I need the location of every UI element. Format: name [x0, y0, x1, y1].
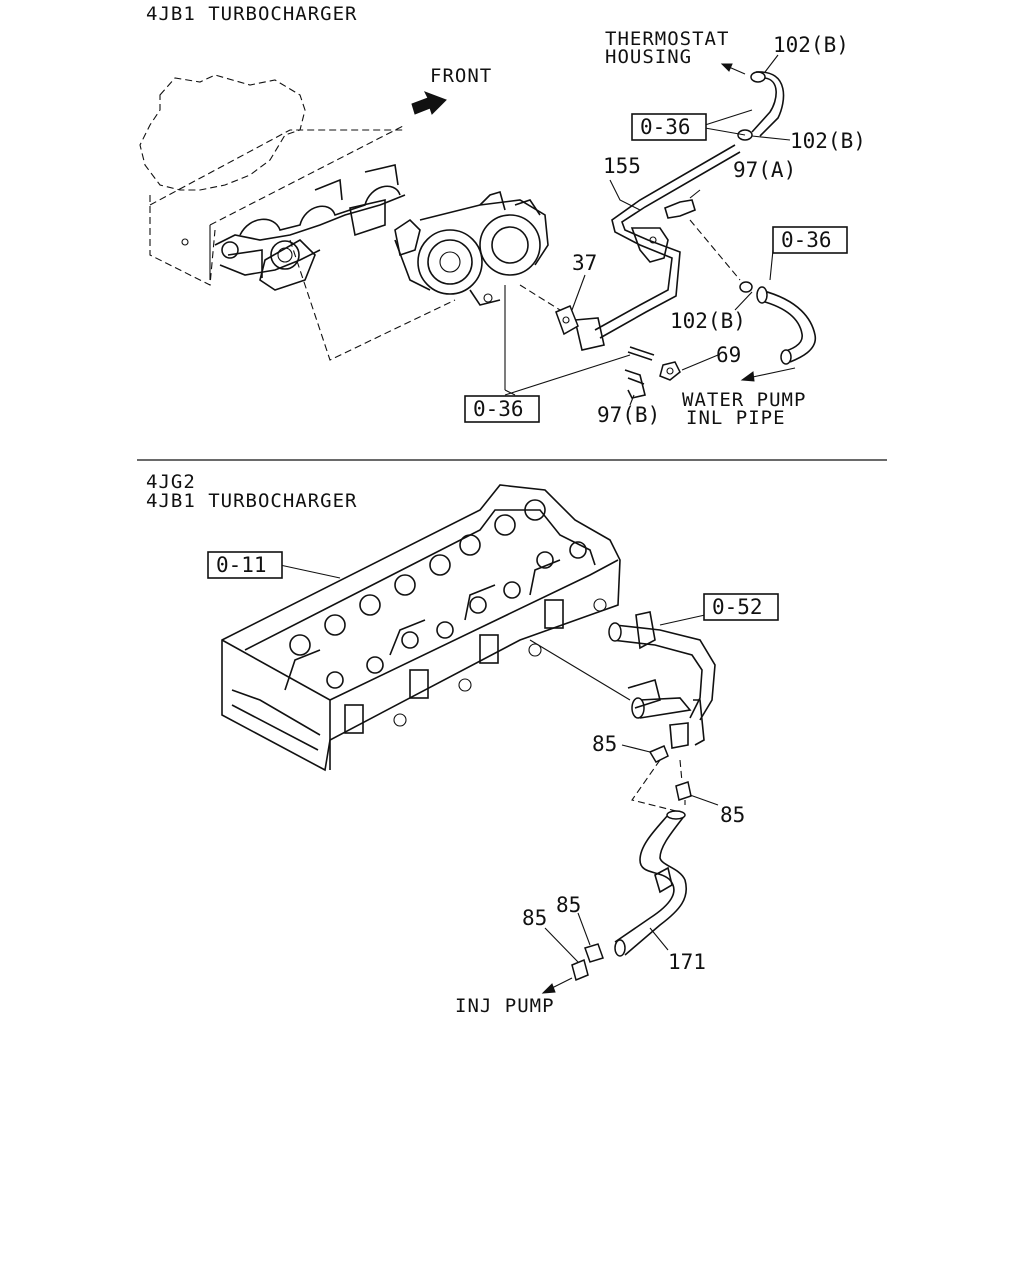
thermostat-label-line2: HOUSING [605, 46, 692, 68]
callout-102b-mid: 102(B) [790, 129, 866, 153]
water-pipe-052 [608, 611, 716, 749]
callout-102b-low: 102(B) [670, 309, 746, 333]
stud-nut-69 [627, 346, 681, 381]
callout-37: 37 [572, 251, 597, 275]
ref-box-036-bottom [464, 395, 540, 423]
water-pump-label-line2: INL PIPE [686, 407, 786, 429]
engine-block-illustration [139, 74, 456, 361]
lower-section-title-line2: 4JB1 TURBOCHARGER [146, 490, 357, 512]
water-pipe-155 [574, 144, 741, 351]
bolt-97b [624, 369, 646, 399]
hose-clip-85-c [584, 943, 604, 963]
callout-85-d: 85 [556, 893, 581, 917]
ref-036-top: 0-36 [640, 115, 691, 139]
gasket-37 [555, 305, 579, 336]
ref-011: 0-11 [216, 553, 267, 577]
bolt-97a [664, 189, 701, 219]
ref-box-011 [207, 551, 283, 579]
water-pump-label-line1: WATER PUMP [682, 389, 806, 411]
ref-box-036-right [772, 226, 848, 254]
hose-clip-85-a [648, 745, 669, 763]
front-label: FRONT [430, 65, 492, 87]
callout-85-a: 85 [592, 732, 617, 756]
hose-171 [614, 810, 687, 957]
ref-052: 0-52 [712, 595, 763, 619]
callout-97b: 97(B) [597, 403, 660, 427]
hose-clip-85-d [571, 958, 589, 982]
lower-hose [739, 281, 816, 365]
callout-85-b: 85 [720, 803, 745, 827]
cylinder-head-illustration [221, 484, 621, 772]
ref-box-052 [703, 593, 779, 621]
inj-pump-label: INJ PUMP [455, 995, 555, 1017]
upper-section-title: 4JB1 TURBOCHARGER [146, 3, 357, 25]
callout-155: 155 [603, 154, 641, 178]
ref-036-bottom: 0-36 [473, 397, 524, 421]
upper-hose [737, 71, 785, 141]
turbocharger-illustration [394, 190, 549, 306]
thermostat-label-line1: THERMOSTAT [605, 28, 729, 50]
callout-171: 171 [668, 950, 706, 974]
front-arrow-icon [411, 91, 447, 115]
lower-section-title-line1: 4JG2 [146, 471, 196, 493]
callout-97a: 97(A) [733, 158, 796, 182]
callout-85-c: 85 [522, 906, 547, 930]
ref-036-right: 0-36 [781, 228, 832, 252]
callout-69: 69 [716, 343, 741, 367]
callout-102b-top: 102(B) [773, 33, 849, 57]
ref-box-036-top [631, 113, 707, 141]
hose-clip-85-b [675, 781, 692, 801]
